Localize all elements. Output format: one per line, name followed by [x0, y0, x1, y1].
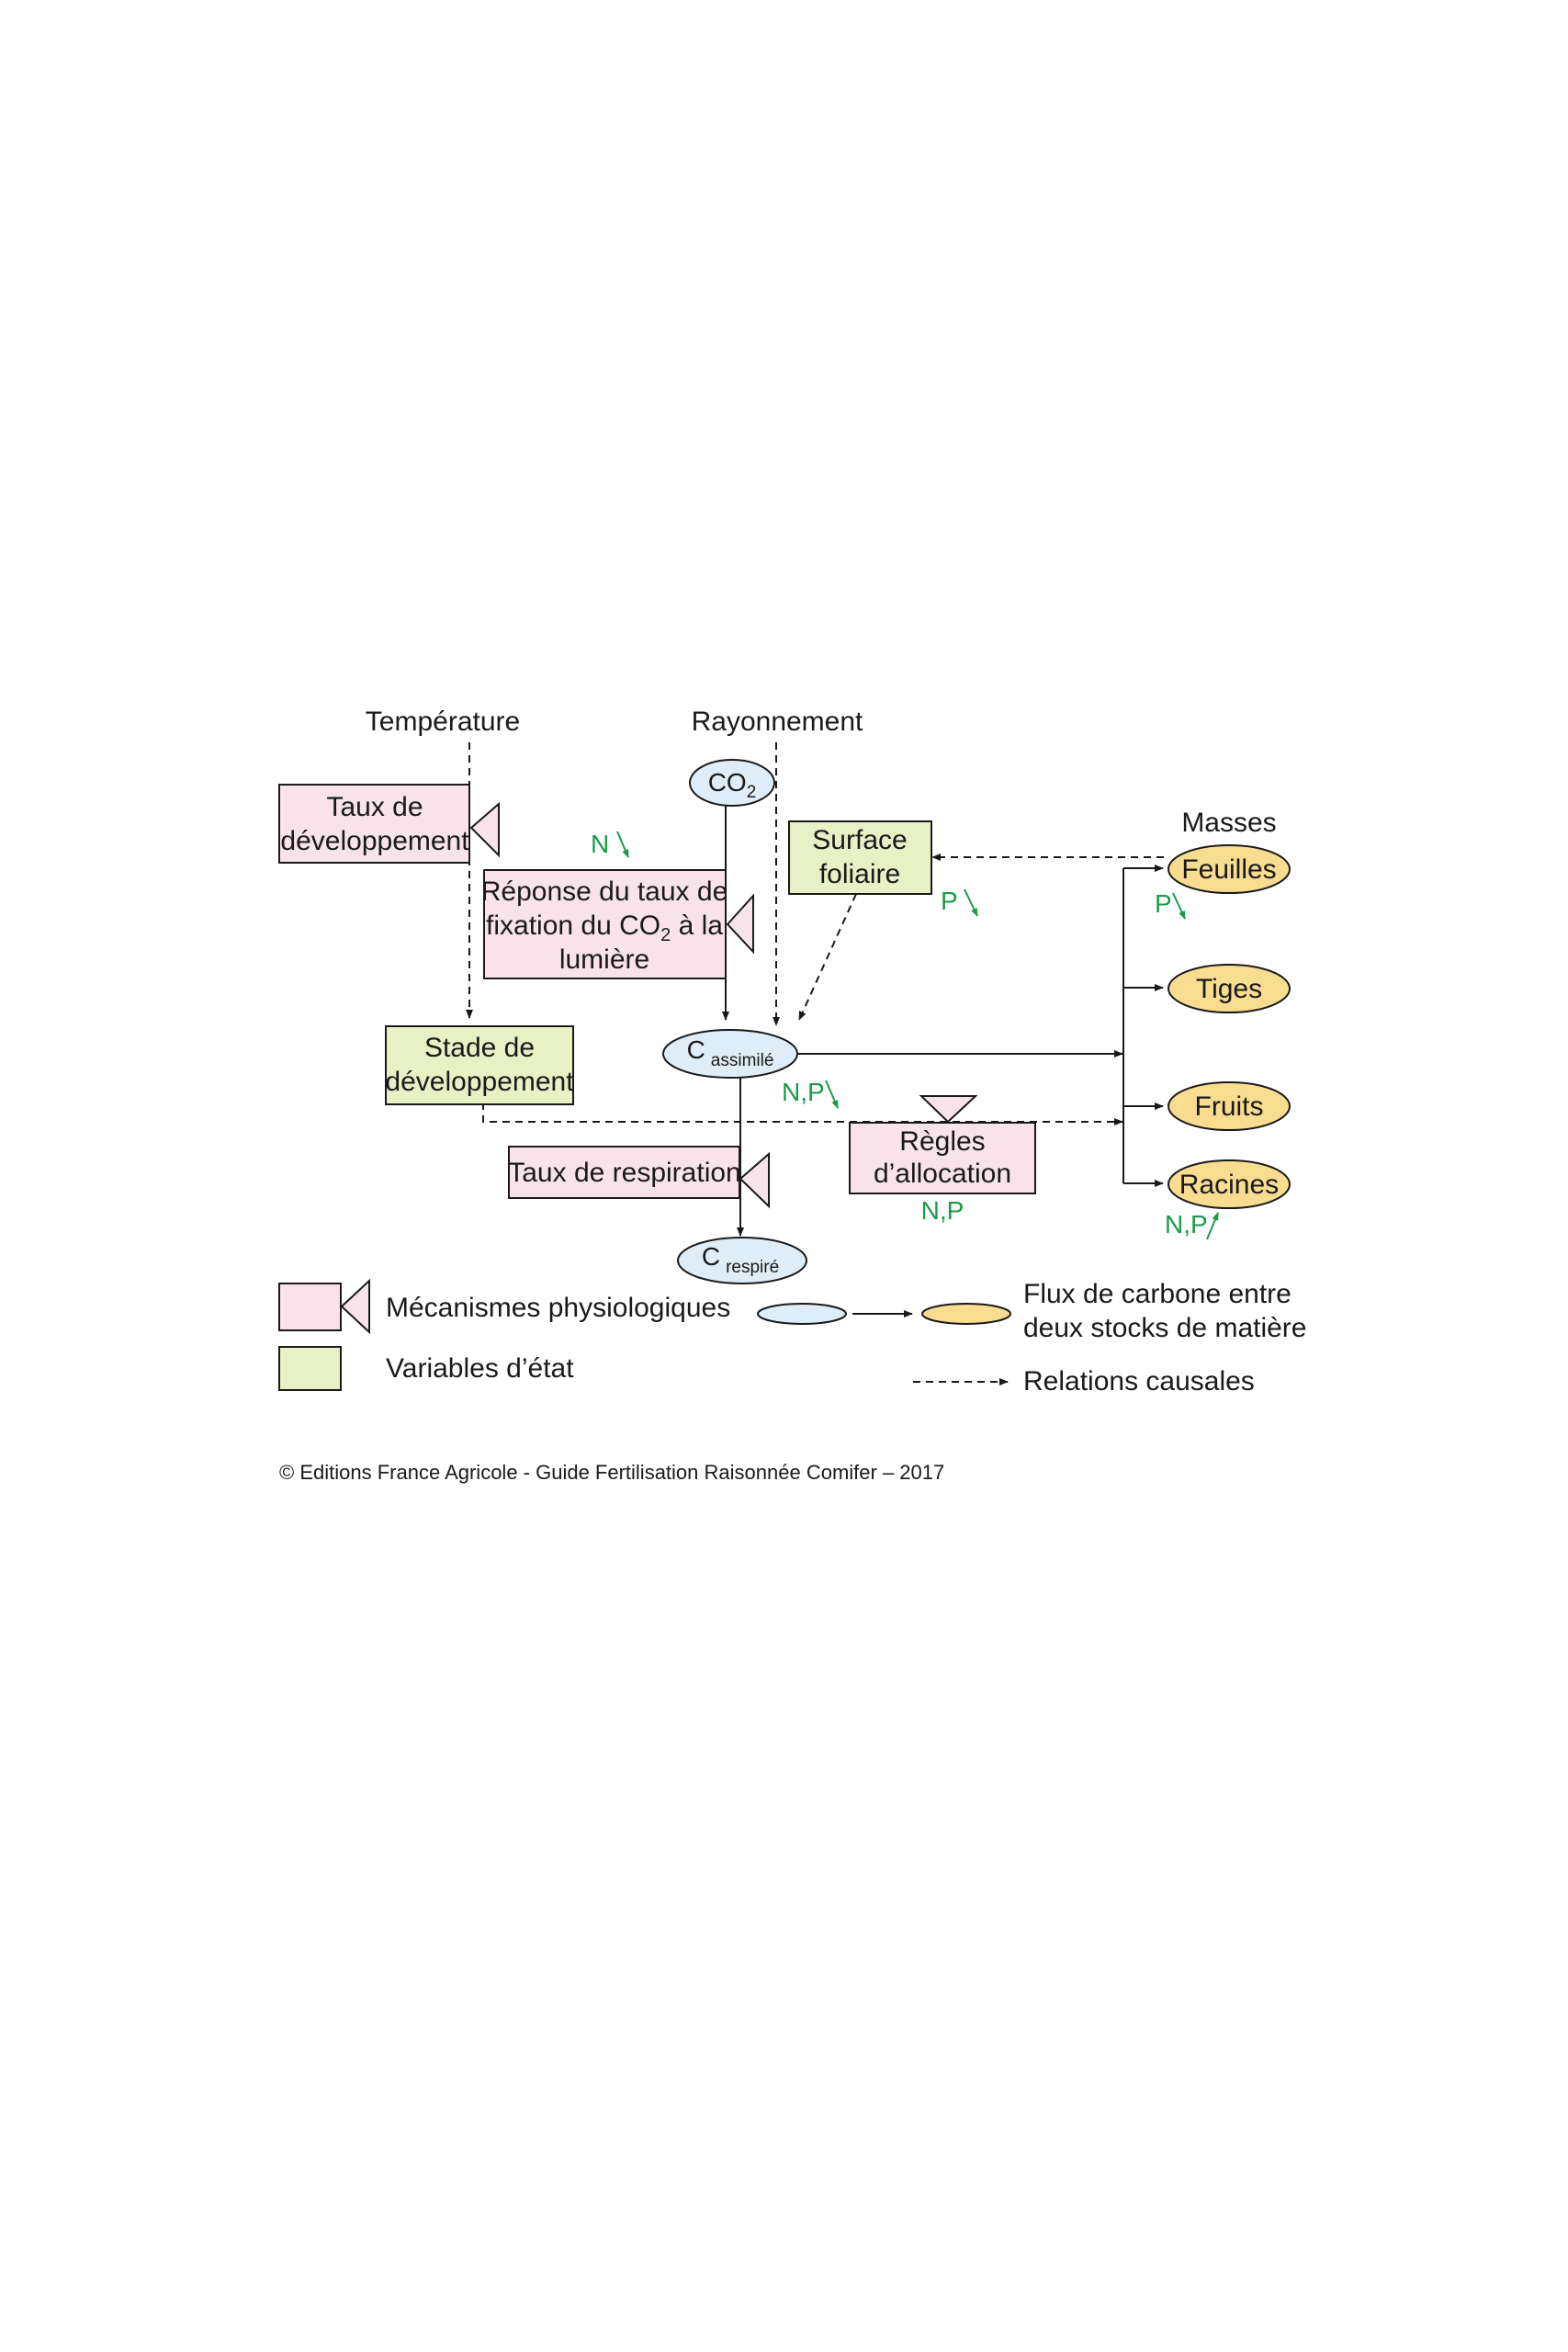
mass-tiges-ellipse — [1168, 964, 1291, 1013]
reponse-fixation-label-line3: lumière — [559, 944, 649, 975]
reponse-fixation-label-line1: Réponse du taux de — [481, 876, 728, 907]
mass-feuilles-ellipse — [1168, 844, 1291, 894]
increase-arrow-icon — [1206, 1212, 1219, 1240]
co2-label: CO2 — [708, 768, 757, 802]
nutrient-effects: N P P N,P N,P N,P — [591, 830, 1219, 1240]
valve-icon — [739, 1151, 770, 1209]
mass-feuilles: Feuilles — [1168, 844, 1291, 894]
mass-racines-label: Racines — [1179, 1170, 1279, 1200]
nutrient-surface-label: P — [941, 887, 958, 915]
legend: Mécanismes physiologiques Variables d’ét… — [278, 1278, 1306, 1396]
c-respire-ellipse — [677, 1237, 807, 1284]
taux-developpement-box: Taux de développement — [278, 784, 500, 864]
valve-icon — [919, 1095, 978, 1124]
regles-allocation-rect — [849, 1122, 1036, 1194]
surface-to-c-assimile-arrow — [798, 893, 857, 1021]
taux-respiration-box: Taux de respiration — [508, 1146, 770, 1209]
legend-mechanism-swatch — [278, 1283, 342, 1331]
surface-foliaire-label-line1: Surface — [812, 825, 907, 855]
stade-developpement-box: Stade de développement — [385, 1025, 574, 1105]
legend-causal: Relations causales — [913, 1366, 1255, 1396]
taux-respiration-rect — [508, 1146, 740, 1199]
regles-allocation-box: Règles d’allocation — [849, 1095, 1036, 1194]
legend-mechanisms: Mécanismes physiologiques — [278, 1278, 730, 1335]
mass-fruits: Fruits — [1168, 1081, 1291, 1131]
radiation-label: Rayonnement — [692, 707, 863, 737]
valve-icon — [469, 801, 500, 858]
legend-causal-label: Relations causales — [1023, 1366, 1255, 1396]
decrease-arrow-icon — [825, 1080, 839, 1109]
taux-developpement-label-line1: Taux de — [326, 792, 423, 822]
legend-co2-ellipse-swatch — [757, 1303, 847, 1325]
nutrient-allocation-label: N,P — [921, 1196, 964, 1225]
stade-developpement-label-line1: Stade de — [424, 1033, 535, 1063]
decrease-arrow-icon — [964, 888, 978, 917]
legend-carbon-flux-label-line2: deux stocks de matière — [1023, 1313, 1306, 1343]
co2-ellipse — [689, 759, 775, 807]
valve-icon — [726, 893, 754, 955]
mass-fruits-label: Fruits — [1195, 1091, 1264, 1122]
taux-developpement-label-line2: développement — [280, 826, 469, 856]
valve-icon — [340, 1278, 370, 1335]
copyright: © Editions France Agricole - Guide Ferti… — [279, 1461, 944, 1484]
nutrient-photosynthesis-label: N — [591, 830, 609, 858]
legend-carbon-flux: Flux de carbone entre deux stocks de mat… — [757, 1279, 1306, 1343]
taux-developpement-rect — [278, 784, 470, 864]
legend-carbon-flux-label-line1: Flux de carbone entre — [1023, 1279, 1292, 1309]
stade-to-allocation-arrow — [482, 1102, 1123, 1125]
mass-tiges-label: Tiges — [1196, 974, 1262, 1004]
legend-state-vars-label: Variables d’état — [386, 1353, 574, 1384]
co2-pool: CO2 — [689, 759, 775, 807]
mass-racines: Racines — [1168, 1159, 1291, 1209]
decrease-arrow-icon — [1172, 892, 1186, 920]
masses-title: Masses — [1181, 808, 1276, 838]
stade-developpement-label-line2: développement — [385, 1067, 574, 1097]
surface-foliaire-label-line2: foliaire — [819, 859, 900, 889]
taux-respiration-label: Taux de respiration — [508, 1158, 740, 1188]
surface-foliaire-box: Surface foliaire — [788, 820, 932, 895]
surface-foliaire-rect — [788, 820, 932, 895]
legend-mass-ellipse-swatch — [921, 1303, 1011, 1325]
mass-feuilles-label: Feuilles — [1181, 854, 1276, 885]
regles-allocation-label-line1: Règles — [899, 1126, 985, 1157]
temperature-label: Température — [366, 707, 520, 737]
stade-developpement-rect — [385, 1025, 574, 1105]
nutrient-racines-label: N,P — [1165, 1210, 1208, 1238]
legend-mechanisms-label: Mécanismes physiologiques — [386, 1293, 730, 1323]
c-assimile-ellipse — [662, 1029, 798, 1079]
reponse-fixation-box: Réponse du taux de fixation du CO2 à la … — [481, 869, 754, 979]
mass-fruits-ellipse — [1168, 1081, 1291, 1131]
legend-state-swatch — [278, 1346, 342, 1391]
mass-racines-ellipse — [1168, 1159, 1291, 1209]
regles-allocation-label-line2: d’allocation — [874, 1159, 1011, 1189]
decrease-arrow-icon — [616, 831, 629, 858]
legend-state-vars: Variables d’état — [278, 1346, 574, 1391]
reponse-fixation-rect — [483, 869, 727, 979]
mass-tiges: Tiges — [1168, 964, 1291, 1013]
nutrient-respiration-label: N,P — [782, 1078, 825, 1106]
reponse-fixation-label-line2: fixation du CO2 à la — [486, 910, 723, 945]
nutrient-feuilles-label: P — [1155, 889, 1172, 918]
